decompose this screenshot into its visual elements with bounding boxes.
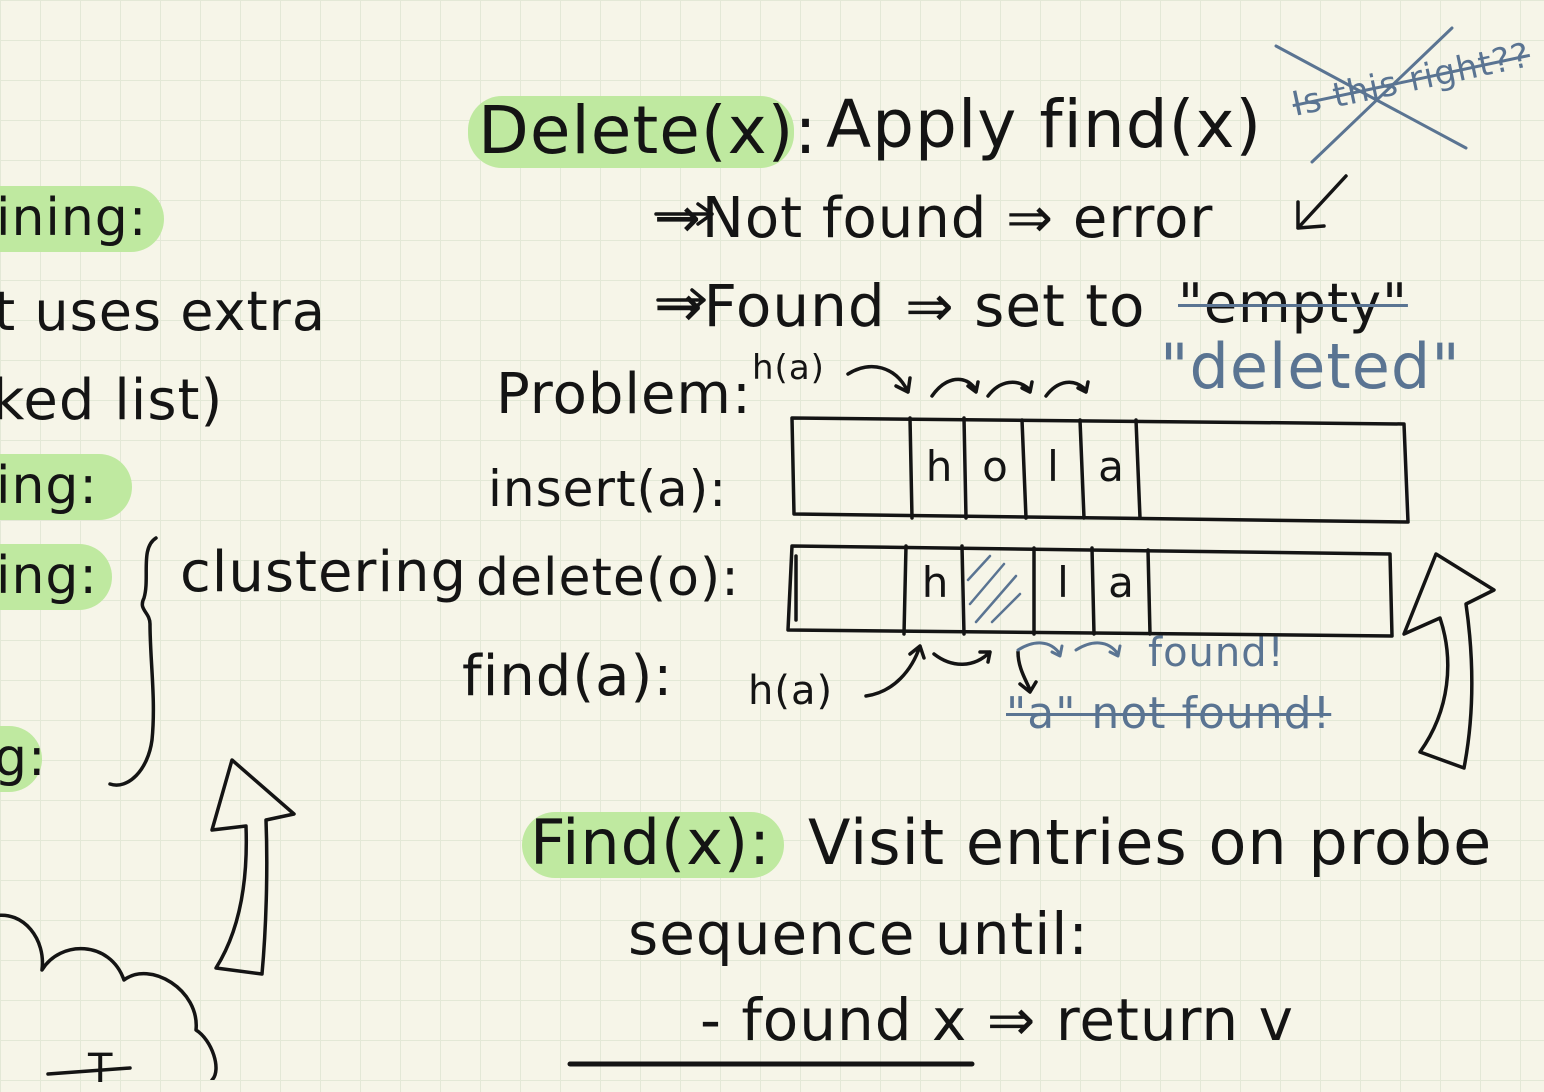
not-found-arrow (654, 202, 714, 226)
delete-apply-find: Apply find(x) (826, 86, 1263, 163)
find-visit-text: Visit entries on probe (808, 806, 1493, 879)
hash-arrow-top (846, 365, 912, 394)
probing-heading-2: ing: (0, 546, 98, 606)
problem-label: Problem: (496, 362, 752, 427)
probe-arrow-1 (930, 377, 980, 398)
delete-array-outline (786, 544, 1394, 638)
found-note: found! (1148, 630, 1285, 676)
find-row-label: find(a): (462, 644, 674, 709)
bottom-stroke-left (46, 1066, 132, 1076)
found-arrow (656, 288, 706, 312)
margin-arrow (1296, 174, 1348, 230)
highlight-delete (468, 96, 794, 168)
highlight-probing-1 (0, 454, 132, 520)
insert-row-label: insert(a): (488, 460, 728, 518)
deleted-word: "deleted" (1160, 330, 1461, 403)
find-sequence-text: sequence until: (628, 900, 1089, 968)
insert-array-dividers (908, 416, 1142, 520)
highlight-find (522, 812, 784, 878)
struck-empty-word: "empty" (1178, 272, 1408, 335)
probe-arrow-3 (1044, 380, 1090, 398)
probing-heading-1: ing: (0, 456, 98, 516)
insert-array-outline (790, 416, 1410, 524)
find-found-return: - found x ⇒ return v (700, 986, 1294, 1054)
delete-array-dividers (794, 544, 1152, 636)
found-probe-arrows (1016, 641, 1122, 658)
find-probe-arrow (932, 650, 992, 666)
uses-extra-text: t uses extra (0, 280, 326, 343)
find-hash-arrow (864, 644, 926, 698)
find-stop-arrow (1016, 650, 1038, 694)
big-up-arrow-left (210, 758, 296, 976)
big-up-arrow-right (1402, 552, 1496, 770)
highlight-probing-2 (0, 544, 112, 610)
delete-heading: Delete(x): (478, 92, 818, 169)
delete-row-label: delete(o): (476, 548, 740, 608)
clustering-brace (108, 536, 158, 787)
insert-cell-3: l (1047, 442, 1059, 491)
clustering-text: clustering (180, 540, 468, 605)
not-found-note: "a" not found! (1006, 688, 1332, 739)
delete-found: →Found ⇒ set to (654, 272, 1146, 340)
insert-cell-2: o (982, 442, 1008, 491)
probing-heading-3: g: (0, 728, 47, 788)
delete-cell-3: l (1057, 558, 1069, 607)
deleted-cell-hatching (966, 554, 1022, 624)
find-heading: Find(x): (530, 806, 771, 879)
highlight-chaining (0, 186, 164, 252)
linked-list-text: ked list) (0, 368, 224, 433)
delete-cell-4: a (1108, 558, 1134, 607)
probe-arrow-2 (986, 380, 1034, 398)
find-hash-label: h(a) (748, 668, 834, 714)
delete-not-found: →Not found ⇒ error (654, 186, 1214, 251)
margin-cross (1274, 26, 1468, 164)
insert-cell-1: h (925, 442, 953, 491)
cloud-outline (0, 913, 218, 1080)
hash-label-top: h(a) (752, 348, 825, 388)
insert-cell-4: a (1098, 442, 1124, 491)
chaining-heading: ining: (0, 188, 148, 248)
delete-cell-1: h (921, 558, 949, 607)
